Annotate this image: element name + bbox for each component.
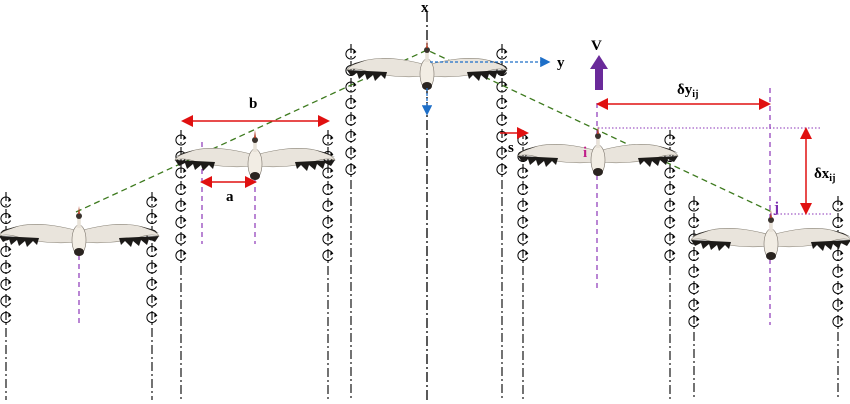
dimension-dx-label: δxij [814, 166, 835, 184]
x-axis-label: x [421, 0, 429, 16]
wingtip-trail-lines [5, 44, 839, 400]
y-axis-label: y [557, 55, 565, 71]
bird-j-label: j [773, 200, 779, 216]
bird-i-icon [517, 125, 679, 177]
vortex-columns [0, 48, 844, 327]
velocity-arrow [590, 55, 608, 90]
bird-2-icon [174, 129, 336, 181]
dimension-dy-label: δyij [677, 82, 698, 100]
bird-1-icon [0, 205, 160, 257]
bird-i-label: i [583, 145, 587, 161]
dimension-b-label: b [249, 96, 257, 112]
velocity-label: V [591, 38, 602, 54]
dimension-a-label: a [226, 189, 234, 205]
dimension-s-label: s [508, 140, 514, 156]
bird-body-axes [78, 88, 771, 325]
lead-bird-icon [346, 39, 508, 91]
bird-j-icon [690, 209, 850, 261]
